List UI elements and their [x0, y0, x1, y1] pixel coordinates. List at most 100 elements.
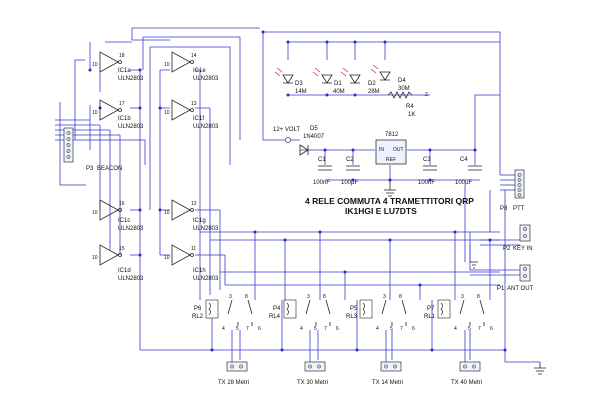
pin-label: 3 [229, 294, 232, 300]
buffer-ic1a: 10 18 IC1a ULN2803 [92, 51, 144, 82]
pin-label: 4 [300, 326, 303, 332]
relay-ref: RL1 [424, 314, 436, 320]
ground-symbol [384, 180, 396, 197]
pin-label: 7 [478, 326, 481, 332]
capacitor-value: 100µF [341, 180, 358, 186]
pin-label: 10 [92, 210, 98, 216]
led-band: 14M [295, 89, 307, 95]
diode-ref: D5 [310, 126, 318, 132]
buffer-ic1b: 10 17 IC1b ULN2803 [92, 99, 144, 130]
buffer-ic1g: 10 12 IC1g ULN2803 [164, 199, 219, 232]
relay-rl3: P5 RL3 3 8 4 5 7 6 [346, 294, 415, 332]
tx-connector-30: TX 30 Metri [297, 361, 328, 386]
pin-label: 8 [477, 294, 480, 300]
capacitor-ref: C1 [318, 157, 326, 163]
buffer-ic1f: 10 13 IC1f ULN2803 [164, 99, 219, 130]
ic-part: ULN2803 [118, 276, 144, 282]
led-d3: D3 14M [274, 67, 307, 95]
relay-pin-ref: P6 [194, 306, 202, 312]
relay-contacts: 3 8 4 5 7 6 [222, 294, 261, 332]
pin-label: 4 [454, 326, 457, 332]
relay-rl1: P7 RL1 3 8 4 5 7 6 [424, 294, 493, 332]
resistor-value: 1K [408, 112, 415, 118]
connector-ref: P8 [500, 206, 508, 212]
connector-label: PTT [513, 206, 525, 212]
ic-part: ULN2803 [118, 226, 144, 232]
capacitor-value: 100nF [418, 180, 435, 186]
connector-ref: P2 [503, 246, 511, 252]
led-ref: D3 [295, 81, 303, 87]
ic-part: ULN2803 [118, 76, 144, 82]
pin-label: 17 [119, 101, 125, 107]
relay-rl4: P4 RL4 3 8 4 5 7 6 [269, 294, 339, 332]
connector-ref: P1 [497, 286, 505, 292]
tx-label: TX 28 Metri [218, 380, 249, 386]
pin-label: 10 [92, 62, 98, 68]
connector-p8-ptt: P8 PTT [500, 169, 525, 212]
connector-label: ANT OUT [507, 286, 534, 292]
pin-label: 3 [383, 294, 386, 300]
connector-label: KEY IN [513, 246, 533, 252]
ic-label: IC1a [118, 68, 131, 74]
supply-label: 12+ VOLT [273, 127, 300, 133]
capacitor-c3: C3 100nF [418, 157, 437, 186]
pin-label: 15 [119, 246, 125, 252]
connector-label: BEACON [97, 166, 122, 172]
pin-label: 7 [400, 326, 403, 332]
pin-label: 8 [245, 294, 248, 300]
pin-label: 12 [191, 201, 197, 207]
led-ref: D1 [334, 81, 342, 87]
title-line2: IK1HGI E LU7DTS [345, 206, 417, 216]
relay-pin-ref: P5 [350, 306, 358, 312]
pin-label: 10 [92, 255, 98, 261]
connector-ref: P3 [86, 166, 94, 172]
pin-label: 5 [390, 326, 393, 332]
pin-label: 6 [258, 326, 261, 332]
regulator-pin: IN [379, 147, 384, 153]
tx-label: TX 30 Metri [297, 380, 328, 386]
led-band: 28M [368, 89, 380, 95]
ic-part: ULN2803 [193, 276, 219, 282]
led-d4: D4 30M [370, 64, 410, 92]
pin-label: 10 [164, 62, 170, 68]
led-band: 40M [333, 89, 345, 95]
capacitor-value: 100µF [455, 180, 472, 186]
ic-part: ULN2803 [118, 124, 144, 130]
ic-label: IC1g [193, 218, 206, 224]
regulator-7812: 7812 IN OUT REF [375, 132, 407, 165]
ground-right [534, 362, 546, 375]
ic-label: IC1e [193, 68, 206, 74]
capacitor-value: 100nF [313, 180, 330, 186]
pin-label: 7 [324, 326, 327, 332]
connector-p2-key-in: P2 KEY IN [470, 224, 533, 269]
title-line1: 4 RELE COMMUTA 4 TRAMETTITORI QRP [305, 196, 474, 206]
junction-dots [88, 30, 507, 352]
pin-label: 10 [164, 255, 170, 261]
pin-label: 10 [164, 110, 170, 116]
relay-pin-ref: P4 [273, 306, 281, 312]
buffer-ic1h: 10 11 IC1h ULN2803 [164, 244, 219, 282]
buffer-ic1c: 10 16 IC1c ULN2803 [92, 199, 144, 232]
pin-label: 3 [307, 294, 310, 300]
tx-connector-40: TX 40 Metri [451, 361, 482, 386]
capacitor-c4: C4 100µF [455, 157, 482, 186]
pin-label: 14 [191, 53, 197, 59]
pin-label: 2 [425, 92, 428, 98]
pin-label: 10 [164, 210, 170, 216]
ic-label: IC1c [118, 218, 130, 224]
pin-label: 8 [323, 294, 326, 300]
pin-label: 6 [412, 326, 415, 332]
pin-label: 6 [336, 326, 339, 332]
pin-label: 18 [119, 53, 125, 59]
pin-label: 13 [191, 101, 197, 107]
ic-part: ULN2803 [193, 226, 219, 232]
regulator-part: 7812 [385, 132, 399, 138]
capacitor-c1: C1 100nF [313, 157, 332, 186]
diode-d5: D5 1N4007 [299, 126, 325, 156]
pin-label: 6 [490, 326, 493, 332]
regulator-pin: OUT [393, 147, 404, 153]
pin-label: 4 [222, 326, 225, 332]
pin-label: 7 [246, 326, 249, 332]
